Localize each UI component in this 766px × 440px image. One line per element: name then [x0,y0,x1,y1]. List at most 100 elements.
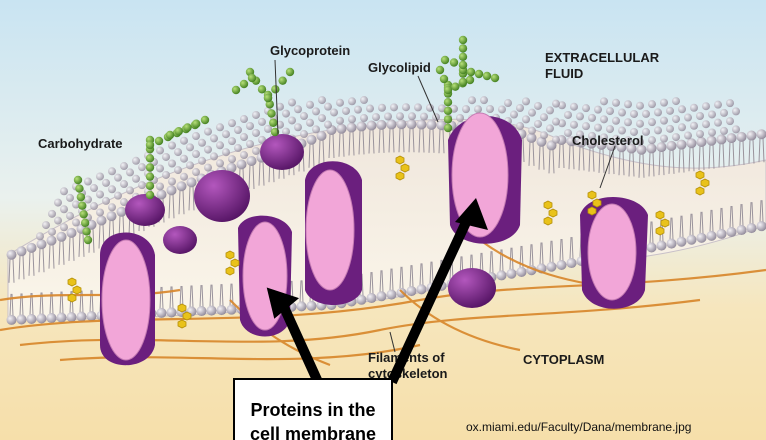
phospholipid-head [156,164,164,172]
carbohydrate-bead [444,98,452,106]
phospholipid-head [667,239,677,249]
callout-line-1: Proteins in the [235,398,391,422]
cholesterol-ring [68,278,76,286]
phospholipid-head [612,117,620,125]
phospholipid-head [27,243,37,253]
phospholipid-head [210,152,218,160]
phospholipid-head [666,125,674,133]
carbohydrate-bead [286,68,294,76]
phospholipid-head [336,117,344,125]
phospholipid-head [108,167,116,175]
phospholipid-head [138,163,146,171]
carbohydrate-bead [232,86,240,94]
phospholipid-head [216,159,224,167]
phospholipid-head [90,202,98,210]
phospholipid-head [306,119,314,127]
phospholipid-head [357,121,367,131]
phospholipid-head [594,106,602,114]
carbohydrate-bead [441,56,449,64]
phospholipid-head [414,103,422,111]
phospholipid-head [504,99,512,107]
phospholipid-head [90,184,98,192]
phospholipid-head [557,260,567,270]
peripheral-protein [448,268,496,308]
phospholipid-head [234,126,242,134]
phospholipid-head [618,109,626,117]
phospholipid-head [217,305,227,315]
phospholipid-head [648,100,656,108]
carbohydrate-bead [267,109,275,117]
phospholipid-head [186,161,194,169]
phospholipid-head [67,228,77,238]
carbohydrate-bead [459,44,467,52]
carbohydrate-bead [146,154,154,162]
carbohydrate-bead [75,184,83,192]
phospholipid-head [582,104,590,112]
phospholipid-head [84,178,92,186]
phospholipid-head [660,117,668,125]
phospholipid-head [204,146,212,154]
cholesterol-ring [73,286,81,294]
phospholipid-head [360,114,368,122]
phospholipid-head [228,155,236,163]
cholesterol-ring [588,191,596,199]
phospholipid-head [240,115,248,123]
phospholipid-head [456,114,464,122]
carbohydrate-bead [146,182,154,190]
peripheral-protein [125,194,165,226]
cholesterol-ring [401,164,409,172]
phospholipid-head [570,103,578,111]
carbohydrate-bead [440,75,448,83]
label-glycoprotein: Glycoprotein [270,43,350,58]
phospholipid-head [138,181,146,189]
phospholipid-head [747,223,757,233]
phospholipid-head [192,150,200,158]
phospholipid-head [564,111,572,119]
carbohydrate-bead [78,202,86,210]
phospholipid-head [27,314,37,324]
phospholipid-head [732,107,740,115]
phospholipid-head [66,212,74,220]
phospholipid-head [324,103,332,111]
phospholipid-head [678,123,686,131]
phospholipid-head [294,105,302,113]
phospholipid-head [198,139,206,147]
phospholipid-head [97,215,107,225]
phospholipid-head [337,124,347,134]
phospholipid-head [348,115,356,123]
phospholipid-head [48,228,56,236]
carbohydrate-bead [84,236,92,244]
phospholipid-head [77,312,87,322]
integral-protein [305,161,362,305]
phospholipid-head [547,262,557,272]
phospholipid-head [552,136,560,144]
phospholipid-head [600,97,608,105]
phospholipid-head [732,125,740,133]
phospholipid-head [126,168,134,176]
phospholipid-head [17,314,27,324]
phospholipid-head [696,112,704,120]
phospholipid-head [42,221,50,229]
peripheral-protein [194,170,250,222]
phospholipid-head [168,160,176,168]
carbohydrate-bead [166,131,174,139]
phospholipid-head [737,225,747,235]
phospholipid-head [377,120,387,130]
carbohydrate-bead [459,61,467,69]
phospholipid-head [702,120,710,128]
phospholipid-head [630,110,638,118]
carbohydrate-bead [146,163,154,171]
phospholipid-head [714,101,722,109]
phospholipid-head [654,126,662,134]
phospholipid-head [687,138,697,148]
carbohydrate-bead [258,85,266,93]
phospholipid-head [707,136,717,146]
phospholipid-head [126,186,134,194]
label-cytoplasm: CYTOPLASM [523,352,604,367]
phospholipid-head [720,109,728,117]
phospholipid-head [54,217,62,225]
carbohydrate-bead [436,66,444,74]
phospholipid-head [120,162,128,170]
phospholipid-head [684,132,692,140]
phospholipid-head [234,144,242,152]
